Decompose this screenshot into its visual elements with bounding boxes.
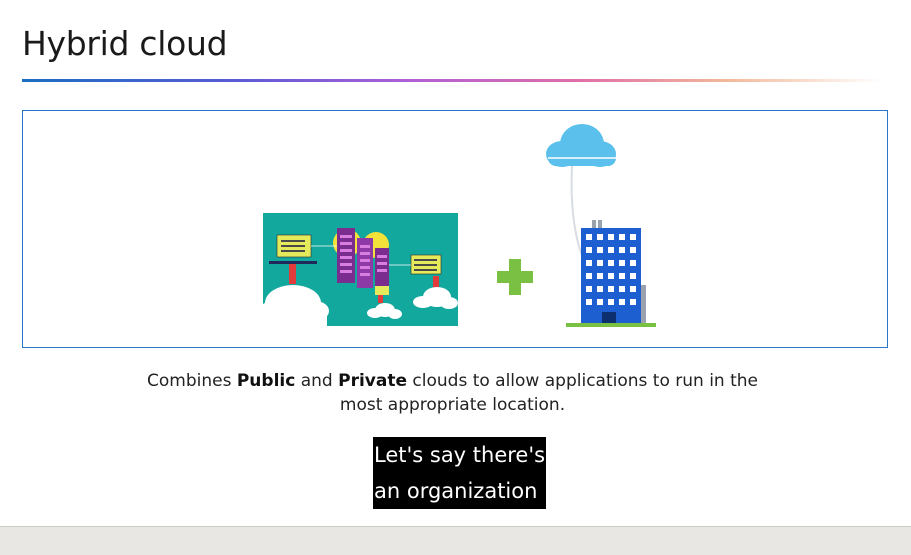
caption-text-2: and	[295, 371, 339, 391]
private-building-cloud-illustration	[546, 124, 656, 327]
subtitle-line-2: an organization	[374, 479, 538, 503]
public-cloud-datacenter-illustration	[263, 213, 458, 326]
slide-title: Hybrid cloud	[22, 24, 228, 63]
caption-bold-public: Public	[236, 371, 296, 391]
caption-text-1: Combines	[147, 371, 237, 391]
slide: Hybrid cloud	[22, 24, 888, 509]
caption-text-3: clouds to allow applications to run in t…	[339, 371, 758, 415]
caption-bold-private: Private	[338, 371, 407, 391]
title-gradient-divider	[22, 79, 882, 82]
illustration-frame	[22, 110, 888, 348]
video-subtitle: Let's say there's an organization	[373, 437, 547, 509]
slide-caption: Combines Public and Private clouds to al…	[130, 369, 775, 417]
plus-icon	[497, 259, 533, 295]
player-bottom-bar	[0, 526, 911, 555]
subtitle-line-1: Let's say there's	[374, 443, 546, 467]
